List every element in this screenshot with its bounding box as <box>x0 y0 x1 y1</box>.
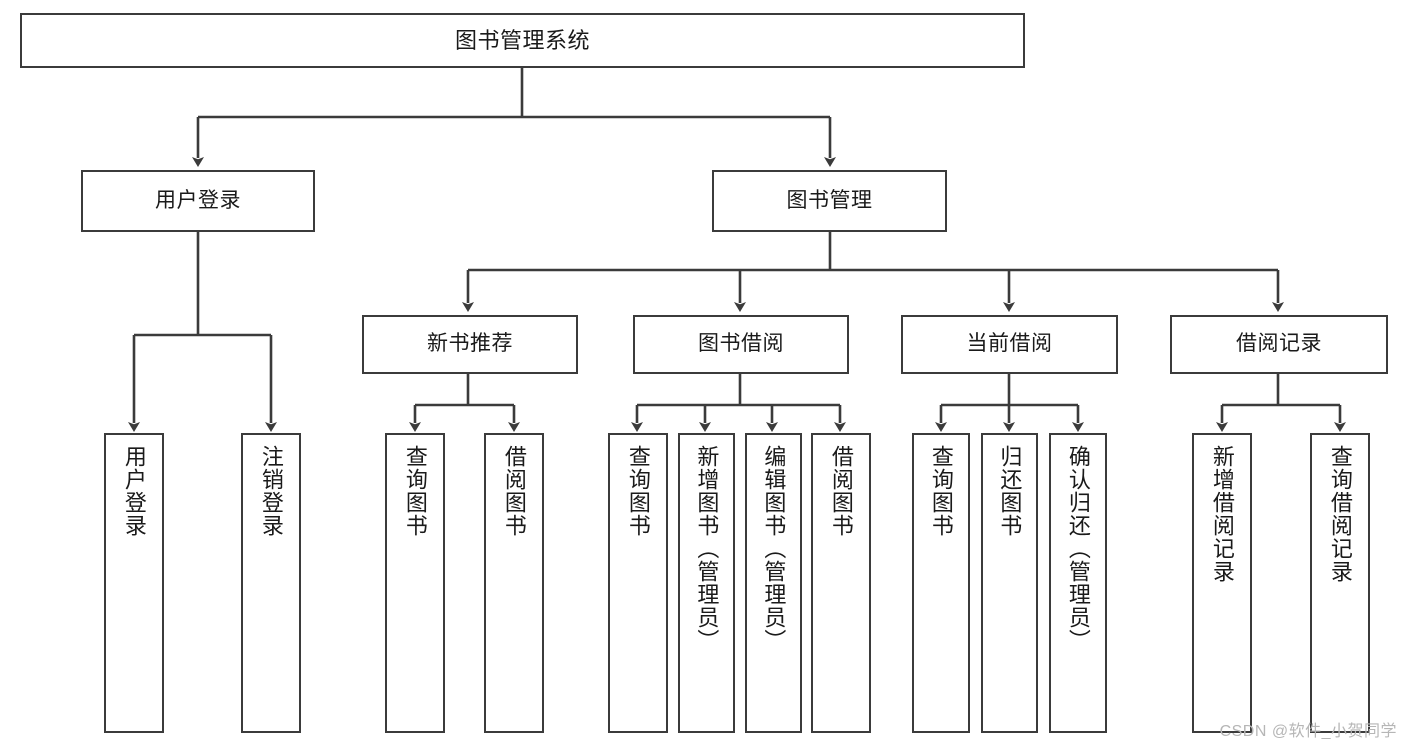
node-book-borrow[interactable]: 图书借阅 <box>633 315 849 374</box>
leaf-user-login[interactable]: 用户登录 <box>104 433 164 733</box>
leaf-borrow-borrow-book[interactable]: 借阅图书 <box>811 433 871 733</box>
node-label: 新增借阅记录 <box>1209 445 1235 583</box>
leaf-record-query-record[interactable]: 查询借阅记录 <box>1310 433 1370 733</box>
node-label: 编辑图书（管理员） <box>761 445 787 652</box>
node-label: 图书管理 <box>786 188 873 212</box>
node-label: 查询图书 <box>402 445 428 537</box>
leaf-recommend-borrow-book[interactable]: 借阅图书 <box>484 433 544 733</box>
node-label: 新增图书（管理员） <box>694 445 720 652</box>
node-label: 查询借阅记录 <box>1327 445 1353 583</box>
node-label: 借阅图书 <box>828 445 854 537</box>
node-label: 查询图书 <box>928 445 954 537</box>
leaf-current-confirm-return-admin[interactable]: 确认归还（管理员） <box>1049 433 1107 733</box>
node-label: 新书推荐 <box>427 332 513 356</box>
leaf-borrow-add-book-admin[interactable]: 新增图书（管理员） <box>678 433 735 733</box>
leaf-borrow-edit-book-admin[interactable]: 编辑图书（管理员） <box>745 433 802 733</box>
node-borrow-record[interactable]: 借阅记录 <box>1170 315 1388 374</box>
node-label: 图书管理系统 <box>454 27 590 53</box>
node-user-login[interactable]: 用户登录 <box>81 170 315 232</box>
node-label: 注销登录 <box>258 445 284 537</box>
node-label: 查询图书 <box>625 445 651 537</box>
node-label: 归还图书 <box>997 445 1023 537</box>
node-label: 用户登录 <box>121 445 147 537</box>
node-label: 确认归还（管理员） <box>1065 445 1091 652</box>
leaf-current-query-book[interactable]: 查询图书 <box>912 433 970 733</box>
node-label: 用户登录 <box>155 188 241 212</box>
leaf-borrow-query-book[interactable]: 查询图书 <box>608 433 668 733</box>
leaf-user-logout[interactable]: 注销登录 <box>241 433 301 733</box>
node-book-management[interactable]: 图书管理 <box>712 170 947 232</box>
node-label: 图书借阅 <box>698 332 784 356</box>
node-root-system[interactable]: 图书管理系统 <box>20 13 1025 68</box>
node-label: 借阅图书 <box>501 445 527 537</box>
leaf-recommend-query-book[interactable]: 查询图书 <box>385 433 445 733</box>
node-label: 当前借阅 <box>966 332 1053 356</box>
leaf-current-return-book[interactable]: 归还图书 <box>981 433 1038 733</box>
node-current-borrow[interactable]: 当前借阅 <box>901 315 1118 374</box>
node-label: 借阅记录 <box>1236 332 1322 356</box>
csdn-watermark: CSDN @软件_小贺同学 <box>1219 723 1397 740</box>
leaf-record-add-record[interactable]: 新增借阅记录 <box>1192 433 1252 733</box>
node-new-book-recommend[interactable]: 新书推荐 <box>362 315 578 374</box>
